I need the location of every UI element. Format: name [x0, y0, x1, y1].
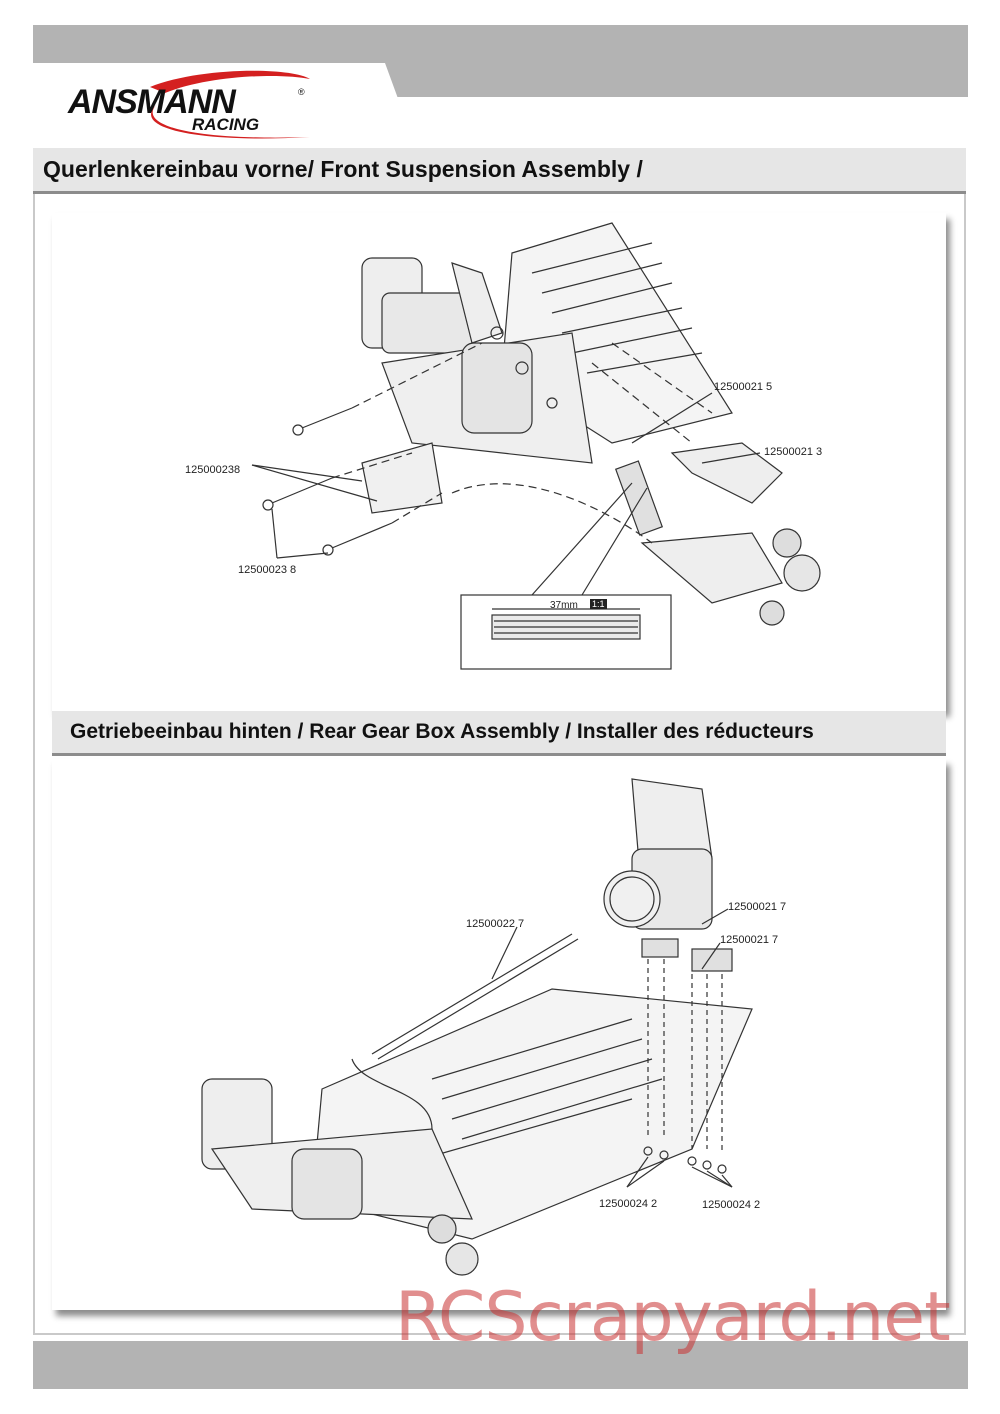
front-suspension-panel: 12500021 5 12500021 3 125000238 12500023… [52, 213, 946, 711]
section-rear-header: Getriebeeinbau hinten / Rear Gear Box As… [52, 711, 946, 756]
top-banner-slant [340, 63, 400, 104]
rear-label-5: 12500024 2 [702, 1199, 761, 1211]
top-banner-cutout [33, 63, 385, 103]
brand-logo: ANSMANN ® RACING [60, 65, 320, 145]
rear-gearbox-panel: 12500022 7 12500021 7 12500021 7 1250002… [52, 759, 946, 1310]
detail-qty-badge: 1:1 [590, 599, 607, 609]
brand-name: ANSMANN [68, 83, 236, 121]
front-label-1: 12500021 5 [714, 381, 773, 393]
rear-label-1: 12500022 7 [466, 918, 525, 930]
brand-registered: ® [298, 87, 305, 97]
rear-label-3: 12500021 7 [720, 934, 779, 946]
detail-length: 37mm [550, 600, 578, 611]
section-front-title: Querlenkereinbau vorne/ Front Suspension… [43, 156, 643, 182]
front-label-2: 12500021 3 [764, 446, 823, 458]
rear-label-2: 12500021 7 [728, 901, 787, 913]
front-suspension-diagram [251, 222, 821, 670]
section-front-header: Querlenkereinbau vorne/ Front Suspension… [33, 148, 966, 194]
bottom-banner [33, 1341, 968, 1389]
front-label-3: 125000238 [185, 464, 241, 476]
rear-label-4: 12500024 2 [599, 1198, 658, 1210]
section-rear-title: Getriebeeinbau hinten / Rear Gear Box As… [70, 720, 814, 743]
logo-swoosh-icon [150, 70, 310, 139]
front-label-4: 12500023 8 [238, 564, 297, 576]
watermark: RCScrapyard.net [395, 1278, 951, 1357]
rear-gearbox-diagram [201, 778, 753, 1276]
brand-sub: RACING [192, 115, 260, 134]
